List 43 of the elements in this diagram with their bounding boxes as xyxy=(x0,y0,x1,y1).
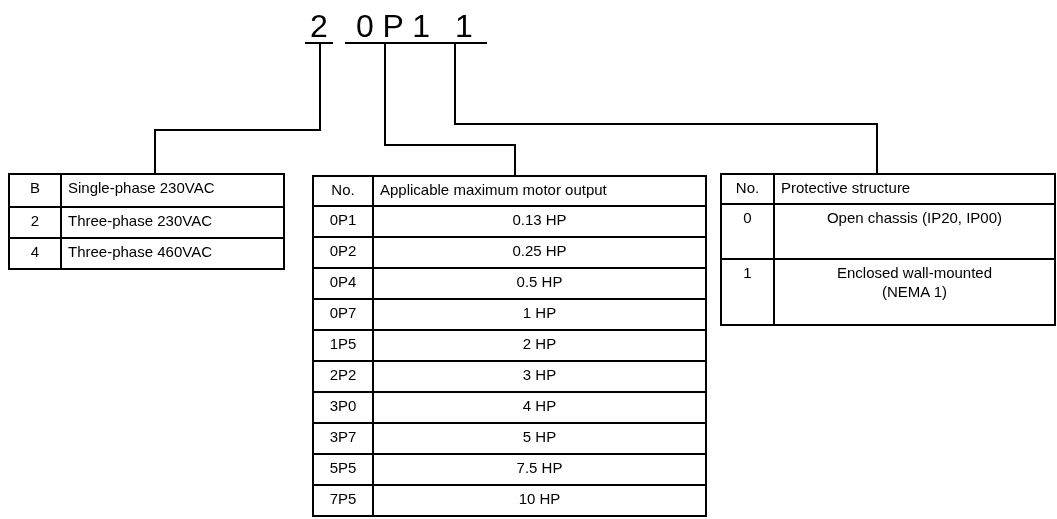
code-cell: No. xyxy=(735,179,760,198)
description-cell: Single-phase 230VAC xyxy=(68,179,215,198)
description-cell: 0.5 HP xyxy=(516,273,563,292)
code-cell: 5P5 xyxy=(329,459,357,478)
code-cell: 7P5 xyxy=(329,490,357,509)
description-cell: 2 HP xyxy=(522,335,557,354)
code-cell: 0P1 xyxy=(329,211,357,230)
code-cell: 2P2 xyxy=(329,366,357,385)
code-cell: 1P5 xyxy=(329,335,357,354)
leader-line xyxy=(454,43,878,174)
description-cell: Applicable maximum motor output xyxy=(380,181,607,200)
code-cell: No. xyxy=(331,181,355,200)
code-cell: 4 xyxy=(30,243,40,262)
description-cell: 4 HP xyxy=(522,397,557,416)
code-cell: B xyxy=(30,179,40,198)
description-cell: 1 HP xyxy=(522,304,557,323)
description-cell: 0.25 HP xyxy=(512,242,567,261)
code-cell: 3P7 xyxy=(329,428,357,447)
description-cell: 10 HP xyxy=(518,490,561,509)
leader-line xyxy=(154,43,321,174)
code-cell: 0P4 xyxy=(329,273,357,292)
model-code-segment: 1 xyxy=(441,6,487,44)
code-cell: 0P7 xyxy=(329,304,357,323)
description-cell: 0.13 HP xyxy=(512,211,567,230)
code-cell: 0P2 xyxy=(329,242,357,261)
code-cell: 1 xyxy=(743,264,752,283)
model-code-segment: 0 P 1 xyxy=(345,6,441,44)
description-cell: Open chassis (IP20, IP00) xyxy=(826,209,1003,228)
description-cell: 5 HP xyxy=(522,428,557,447)
code-cell: 2 xyxy=(30,212,40,231)
description-cell: Three-phase 230VAC xyxy=(68,212,212,231)
description-cell: Three-phase 460VAC xyxy=(68,243,212,262)
code-table xyxy=(720,173,1056,326)
code-cell: 3P0 xyxy=(329,397,357,416)
leader-line xyxy=(384,43,516,176)
code-table xyxy=(8,173,285,270)
description-cell: 7.5 HP xyxy=(516,459,563,478)
description-cell: 3 HP xyxy=(522,366,557,385)
code-cell: 0 xyxy=(743,209,752,228)
model-code-segment: 2 xyxy=(305,6,333,44)
code-table xyxy=(312,175,707,517)
description-cell-text: Enclosed wall-mounted (NEMA 1) xyxy=(835,264,994,302)
description-cell: Protective structure xyxy=(781,179,911,198)
